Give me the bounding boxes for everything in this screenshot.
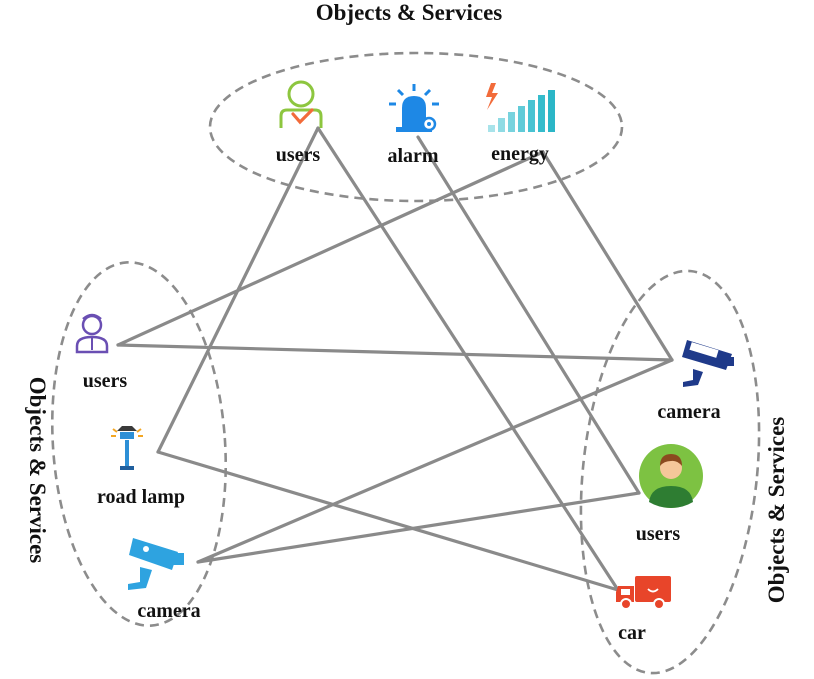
user-avatar-icon — [639, 444, 703, 508]
user-check-icon — [279, 80, 323, 128]
edge-top-alarm-to-right-users — [416, 135, 641, 495]
edge-top-energy-to-left-users — [116, 150, 545, 347]
right-camera-label: camera — [657, 401, 720, 423]
group-left-ellipse — [50, 261, 228, 627]
edge-top-users-to-right-car — [316, 126, 620, 592]
right-users-label: users — [636, 523, 681, 545]
top-users-label: users — [276, 144, 321, 166]
top-energy-label: energy — [491, 143, 549, 165]
edge-left-camera-to-right-users — [196, 491, 641, 564]
road-lamp-icon — [111, 426, 143, 470]
delivery-truck-icon — [616, 576, 671, 610]
connection-lines — [116, 126, 674, 592]
edge-top-energy-to-right-camera — [541, 150, 674, 362]
security-camera-icon — [682, 340, 734, 387]
edge-left-camera-to-right-camera — [196, 358, 674, 564]
group-top-title: Objects & Services — [316, 0, 503, 25]
group-right-ellipse — [579, 269, 761, 675]
group-left-title: Objects & Services — [25, 377, 50, 564]
edge-left-users-to-right-camera — [116, 343, 674, 362]
left-lamp-label: road lamp — [97, 486, 185, 508]
left-users-label: users — [83, 370, 128, 392]
right-car-label: car — [618, 622, 646, 644]
group-top-ellipse — [208, 51, 624, 203]
energy-bars-icon — [486, 83, 555, 132]
user-outline-icon — [75, 313, 109, 354]
edge-left-lamp-to-right-car — [156, 450, 620, 592]
top-alarm-label: alarm — [387, 145, 438, 167]
security-camera-icon — [128, 538, 184, 590]
left-camera-label: camera — [137, 600, 200, 622]
group-right-title: Objects & Services — [764, 417, 789, 604]
alarm-light-icon — [389, 84, 439, 132]
